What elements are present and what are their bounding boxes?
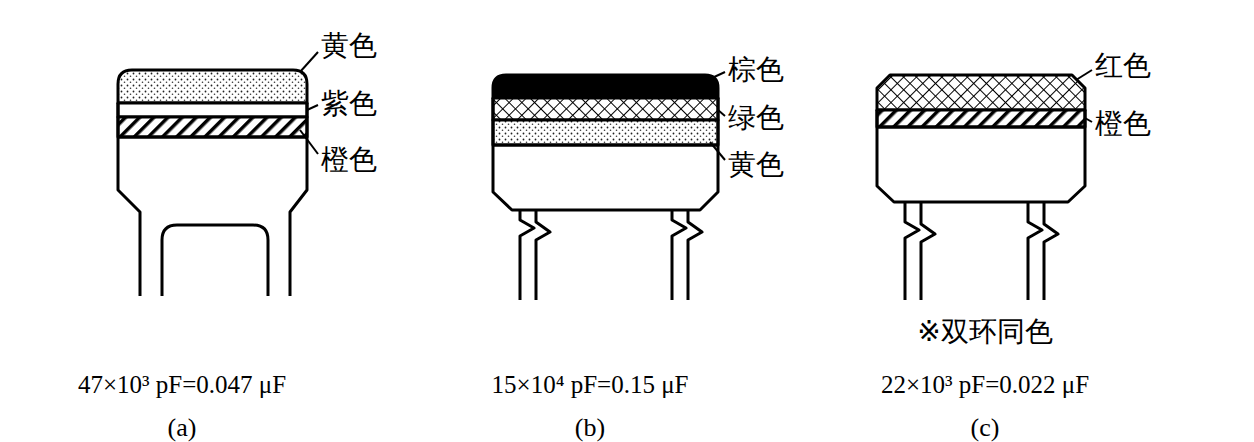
color-label: 红色	[1095, 52, 1151, 80]
capacitance-value: 22×10³ pF=0.022 μF	[881, 372, 1089, 397]
leader-lines	[300, 52, 1092, 160]
figure-tag: (b)	[575, 415, 605, 441]
color-label: 棕色	[728, 56, 784, 84]
capacitor-b	[493, 75, 718, 300]
figure-tag: (a)	[168, 415, 197, 441]
color-label: 紫色	[321, 90, 377, 118]
capacitance-value: 47×10³ pF=0.047 μF	[78, 372, 286, 397]
figure-tag: (c)	[971, 415, 1000, 441]
color-label: 橙色	[321, 146, 377, 174]
note: ※双环同色	[917, 318, 1052, 346]
color-label: 黄色	[321, 32, 377, 60]
capacitor-c	[877, 75, 1085, 300]
color-label: 绿色	[728, 104, 784, 132]
capacitor-a	[118, 70, 307, 296]
capacitance-value: 15×10⁴ pF=0.15 μF	[492, 372, 689, 397]
color-label: 橙色	[1095, 110, 1151, 138]
color-label: 黄色	[728, 151, 784, 179]
